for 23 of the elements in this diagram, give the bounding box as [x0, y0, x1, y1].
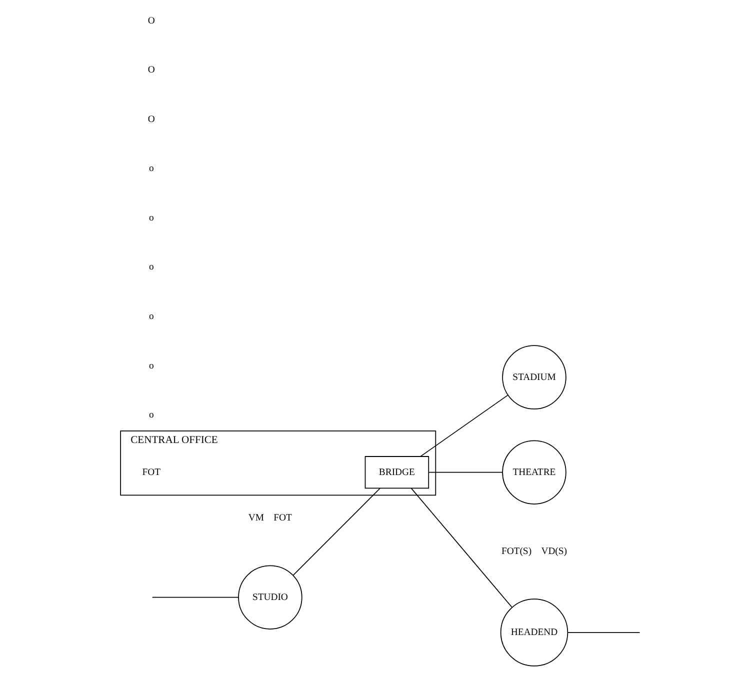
- node-box: BRIDGE: [364, 456, 429, 489]
- label: o: [148, 262, 154, 273]
- label: o: [148, 360, 154, 372]
- node-circle: STUDIO: [238, 565, 302, 630]
- connector: [566, 632, 640, 633]
- connector: [151, 596, 238, 598]
- label: o: [148, 311, 154, 322]
- connector: [410, 488, 512, 608]
- label: O: [147, 15, 154, 26]
- node-circle: STADIUM: [502, 345, 566, 410]
- node-label: VM FOT: [248, 512, 292, 524]
- connector: [420, 394, 508, 457]
- label: o: [148, 212, 154, 224]
- node-circle: HEADEND: [500, 598, 568, 666]
- label: o: [148, 163, 154, 174]
- label: o: [148, 410, 154, 421]
- node-label: FOT(S) VD(S): [500, 546, 567, 558]
- label: O: [147, 64, 154, 76]
- connector: [292, 488, 380, 576]
- connector: [428, 472, 502, 473]
- label: O: [147, 114, 154, 125]
- node-label: FOT: [142, 466, 160, 478]
- node-circle: THEATRE: [502, 440, 566, 504]
